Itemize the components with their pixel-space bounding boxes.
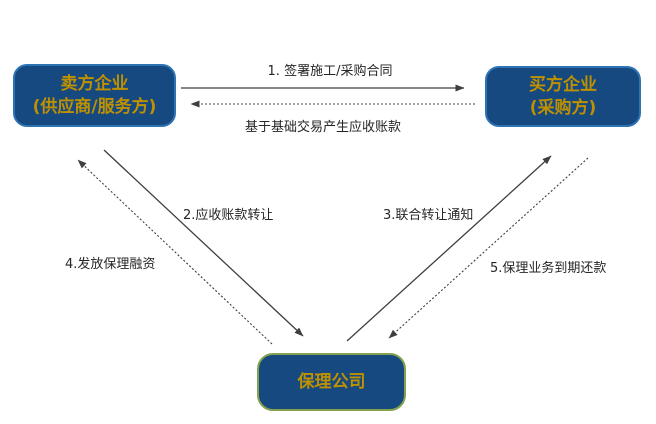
- seller-box: 卖方企业 (供应商/服务方): [13, 64, 176, 127]
- label-transfer-notice: 3.联合转让通知: [383, 208, 474, 223]
- label-sign-contract: 1. 签署施工/采购合同: [267, 64, 393, 79]
- seller-box-title: 卖方企业: [60, 74, 129, 95]
- factoring-company-box: 保理公司: [257, 353, 406, 411]
- arrow-repayment-line: [388, 157, 589, 339]
- label-issue-financing: 4.发放保理融资: [65, 257, 156, 272]
- buyer-box-subtitle: (采购方): [529, 97, 597, 118]
- buyer-box: 买方企业 (采购方): [485, 66, 641, 127]
- label-maturity-repayment: 5.保理业务到期还款: [490, 261, 607, 276]
- seller-box-subtitle: (供应商/服务方): [32, 96, 157, 117]
- label-receivable-transfer: 2.应收账款转让: [183, 208, 274, 223]
- arrow-receivable-transfer-line: [103, 149, 304, 337]
- arrow-financing-line: [77, 159, 273, 345]
- arrow-transfer-notice-line: [346, 155, 552, 342]
- factoring-company-box-title: 保理公司: [297, 371, 366, 392]
- buyer-box-title: 买方企业: [529, 75, 597, 96]
- label-receivable-arises: 基于基础交易产生应收账款: [244, 120, 401, 135]
